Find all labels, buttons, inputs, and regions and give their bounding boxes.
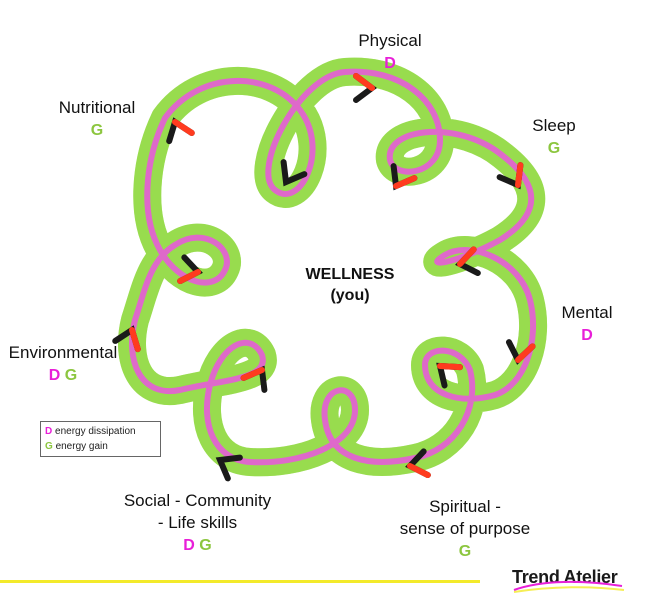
center-title: WELLNESS (you) — [270, 264, 430, 306]
node-tags: G — [520, 137, 588, 161]
node-tags: G — [48, 119, 146, 143]
node-label: Mental — [561, 303, 613, 322]
legend-text: energy gain — [55, 441, 108, 452]
tag-d: D — [581, 327, 593, 344]
arrow-chevron-icon — [177, 254, 203, 285]
node-tags: D G — [2, 364, 124, 388]
arrow-chevron-icon — [505, 339, 536, 365]
legend-item: G energy gain — [45, 439, 160, 454]
node-label-line2: sense of purpose — [399, 519, 531, 538]
node-label-line1: Social - Community — [123, 491, 272, 510]
node-tags: D — [552, 324, 622, 348]
arrow-chevron-icon — [436, 362, 463, 389]
legend-key: G — [45, 441, 53, 452]
center-title-line2: (you) — [330, 287, 370, 304]
node-nutritional: Nutritional G — [48, 97, 146, 143]
node-label: Physical — [358, 31, 422, 50]
legend: D energy dissipation G energy gain — [40, 421, 161, 457]
arrow-chevron-icon — [215, 454, 243, 482]
node-tags: D G — [110, 534, 285, 558]
arrow-chevron-icon — [405, 448, 431, 479]
tag-d: D — [48, 367, 61, 384]
node-label-line1: Spiritual - — [429, 497, 501, 516]
node-label: Nutritional — [58, 98, 136, 117]
node-label: Environmental — [8, 343, 118, 362]
legend-text: energy dissipation — [55, 426, 136, 437]
tag-g: G — [90, 122, 104, 139]
arrow-chevron-icon — [496, 162, 524, 190]
legend-key: D — [45, 426, 53, 437]
footer-line — [0, 580, 480, 583]
arrow-chevron-icon — [240, 365, 268, 393]
node-tags: D — [350, 52, 430, 76]
node-environmental: Environmental D G — [2, 342, 124, 388]
node-sleep: Sleep G — [520, 115, 588, 161]
node-label: Sleep — [532, 116, 576, 135]
node-physical: Physical D — [350, 30, 430, 76]
arrow-chevron-icon — [455, 246, 481, 277]
arrow-chevron-icon — [280, 159, 308, 187]
node-social: Social - Community - Life skills D G — [110, 490, 285, 558]
loop-stroke-inner — [129, 68, 537, 466]
node-tags: G — [390, 540, 540, 564]
tag-g: G — [547, 140, 561, 157]
tag-d: D — [183, 537, 195, 554]
arrow-chevron-icon — [112, 325, 141, 353]
center-title-line1: WELLNESS — [305, 266, 395, 283]
node-label-line2: - Life skills — [157, 513, 238, 532]
arrow-chevron-icon — [390, 163, 418, 191]
tag-d: D — [384, 55, 396, 72]
logo-swoosh-icon — [513, 580, 625, 593]
tag-g: G — [199, 537, 212, 554]
tag-g: G — [458, 543, 472, 560]
legend-item: D energy dissipation — [45, 424, 160, 439]
node-spiritual: Spiritual - sense of purpose G — [390, 496, 540, 564]
arrow-chevron-icon — [353, 73, 377, 103]
node-mental: Mental D — [552, 302, 622, 348]
tag-g: G — [64, 367, 78, 384]
arrow-chevron-icon — [166, 117, 195, 145]
